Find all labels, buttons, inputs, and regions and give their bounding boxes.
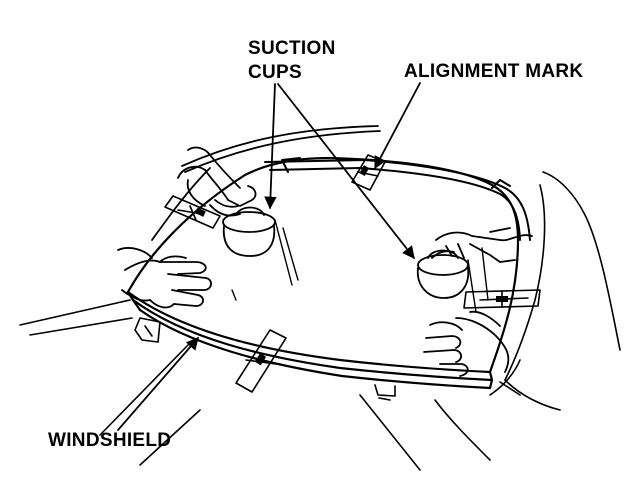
windshield-glass xyxy=(126,156,520,390)
glass-reflections xyxy=(231,219,489,313)
alignment-tape-left xyxy=(164,195,221,229)
hand-right-upper xyxy=(431,227,533,263)
windshield-frame xyxy=(264,157,531,241)
leader-arrows xyxy=(117,82,421,431)
hand-right-lower xyxy=(423,310,510,377)
suction-cups-arrow-left xyxy=(264,83,277,210)
suction-cups-label-line1: SUCTION xyxy=(248,38,336,59)
lower-clips xyxy=(134,317,396,401)
hand-left-lower xyxy=(117,247,212,309)
suction-cups-label-line2: CUPS xyxy=(248,62,302,83)
suction-cups-arrow-right xyxy=(277,83,415,259)
suction-cup-right xyxy=(416,249,470,299)
suction-cup-left xyxy=(222,206,276,257)
windshield-label: WINDSHIELD xyxy=(48,430,172,451)
alignment-tape-right xyxy=(463,289,541,309)
alignment-tape-bottom xyxy=(235,329,287,393)
alignment-mark-arrow xyxy=(374,82,421,170)
windshield-arrow xyxy=(117,337,199,431)
alignment-mark-label: ALIGNMENT MARK xyxy=(404,61,584,82)
vehicle-body xyxy=(19,171,621,471)
roof-molding xyxy=(151,125,381,241)
hand-upper-left xyxy=(177,146,257,217)
